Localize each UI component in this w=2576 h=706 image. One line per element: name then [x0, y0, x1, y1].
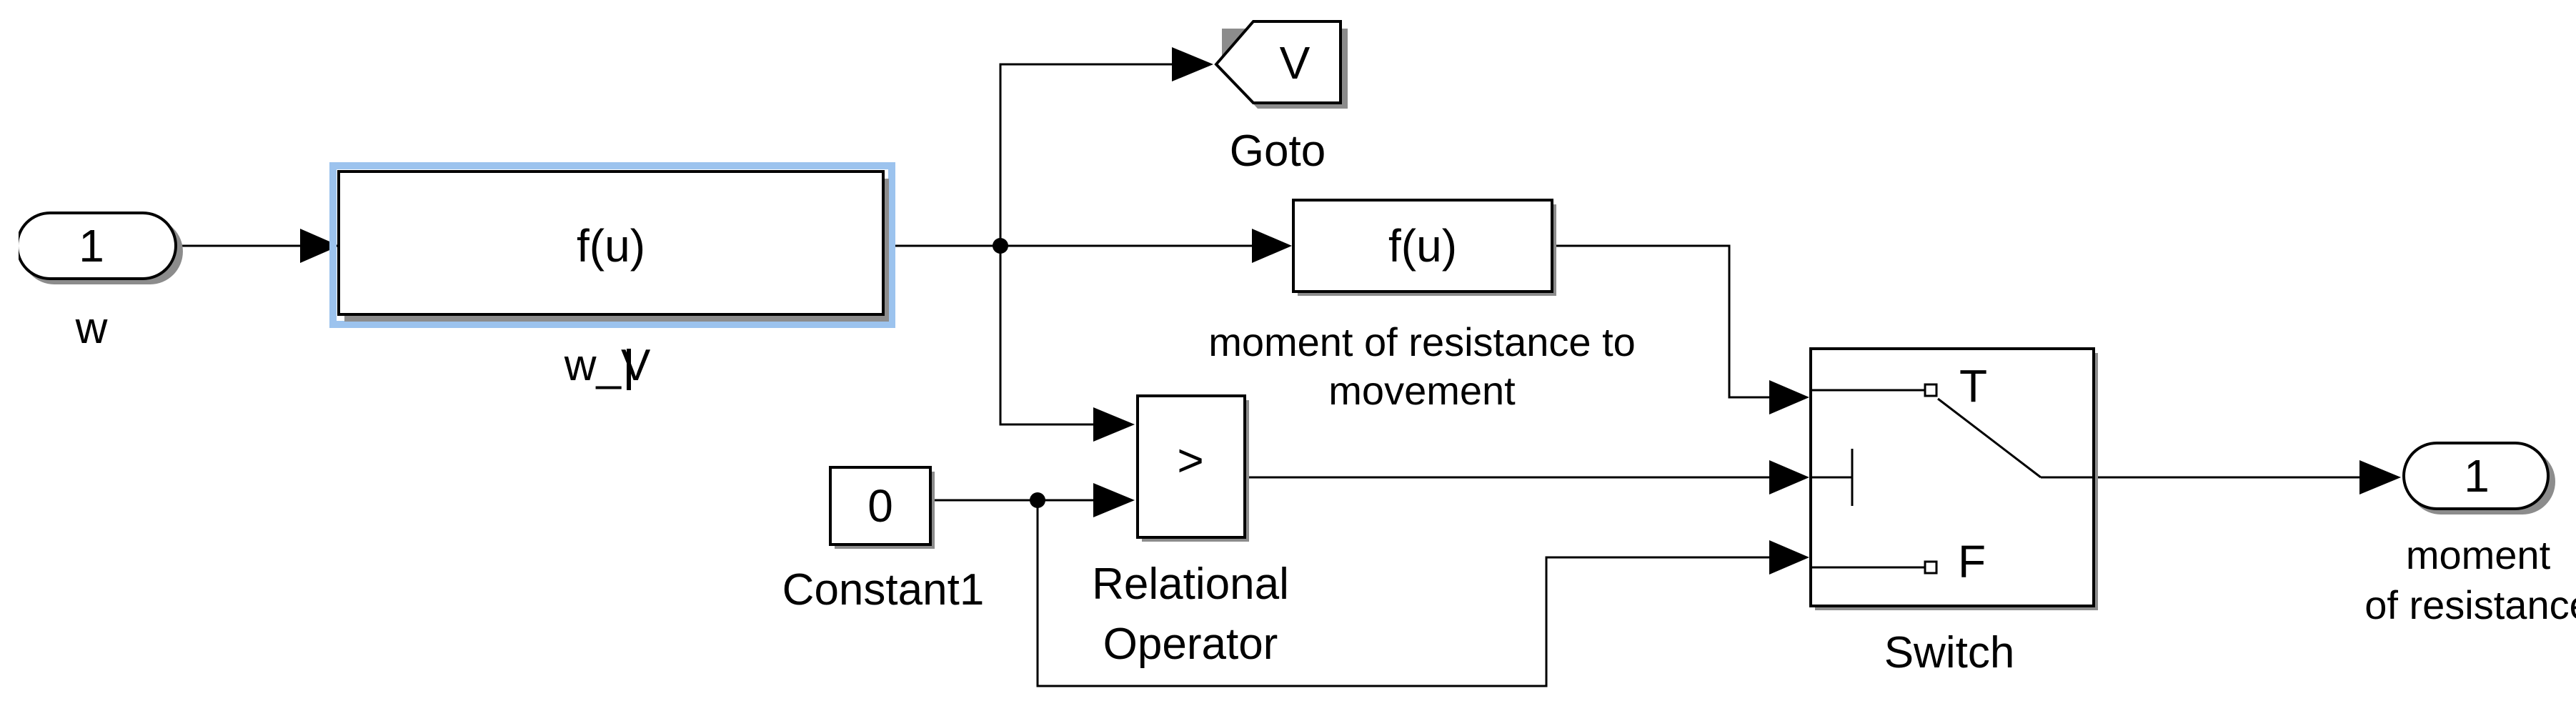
arrowhead [1769, 380, 1809, 414]
arrowhead [1093, 483, 1135, 517]
arrowhead [1172, 47, 1213, 81]
switch-lever [1937, 397, 2042, 479]
fcn-main-expression: f(u) [577, 220, 645, 272]
goto-label: Goto [1230, 126, 1326, 176]
junction-dot [993, 238, 1008, 254]
constant-block[interactable]: 0 [829, 466, 935, 549]
wire-to-relational-in1 [999, 246, 1098, 426]
fcn-moment-block[interactable]: f(u) [1292, 199, 1556, 296]
constant-value: 0 [867, 480, 893, 532]
switch-label: Switch [1884, 628, 2015, 677]
relational-label-line1: Relational [1092, 560, 1289, 609]
arrowhead [1093, 407, 1135, 442]
fcn-main-label-group: w_V [564, 341, 651, 390]
switch-block[interactable]: T F [1809, 347, 2098, 610]
fcn-moment-label-line2: movement [1328, 368, 1516, 413]
outport-label-line1: moment [2406, 532, 2551, 577]
wire-to-goto [999, 63, 1178, 246]
relational-operator-block[interactable]: > [1136, 394, 1249, 542]
signal-lines [173, 63, 2365, 687]
outport-block[interactable]: 1 [2402, 442, 2555, 514]
wire-to-switch-true [1554, 244, 1774, 399]
fcn-main-block[interactable]: f(u) [329, 162, 895, 328]
switch-port-false: F [1958, 536, 1986, 587]
arrowhead [2359, 460, 2401, 494]
switch-true-contact [1924, 383, 1938, 397]
switch-false-contact [1924, 560, 1938, 575]
fcn-moment-label-line1: moment of resistance to [1208, 319, 1636, 364]
relational-label-line2: Operator [1103, 620, 1278, 669]
junction-dot [1030, 492, 1045, 508]
arrowhead [1252, 229, 1292, 263]
relational-operator-symbol: > [1177, 434, 1203, 486]
arrowhead [1769, 460, 1809, 494]
switch-port-true: T [1959, 360, 1987, 412]
inport-label: w [75, 304, 108, 353]
fcn-main-label: w_V [564, 341, 651, 390]
outport-number: 1 [2464, 450, 2490, 502]
outport-label-line2: of resistance [2364, 582, 2576, 627]
goto-tag: V [1280, 37, 1311, 89]
inport-block[interactable]: 1 [0, 200, 183, 293]
inport-number: 1 [79, 220, 104, 272]
arrowheads [300, 47, 2401, 575]
goto-block[interactable]: V [1214, 20, 1348, 109]
wire-to-switch-false [1036, 500, 1774, 687]
arrowhead [1769, 540, 1809, 575]
fcn-moment-expression: f(u) [1388, 220, 1457, 272]
arrowhead [300, 229, 339, 263]
constant-label: Constant1 [782, 565, 985, 615]
